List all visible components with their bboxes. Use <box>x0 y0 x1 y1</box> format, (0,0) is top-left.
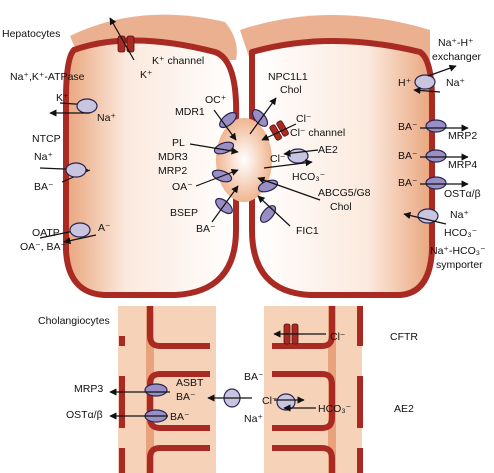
ost-right-transporter <box>425 176 447 190</box>
mrp2-left-arrow <box>195 168 239 187</box>
cl-channel <box>269 120 289 141</box>
bsep-label: BSEP <box>170 207 198 219</box>
npc1l1-label: NPC1L1 <box>268 71 308 83</box>
ntcp-label: NTCP <box>32 133 61 145</box>
nah-h-label: H⁺ <box>398 77 411 89</box>
ae2-chol-hco3-label: HCO₃⁻ <box>318 403 351 415</box>
abcg-arrow <box>257 176 321 201</box>
mdr1-arrow <box>213 109 237 141</box>
hepatocytes-label: Hepatocytes <box>2 28 60 40</box>
nak-atpase-label: Na⁺,K⁺-ATPase <box>10 71 85 83</box>
mdr3-label: MDR3 <box>158 151 188 163</box>
nah-arrow-in <box>413 86 441 95</box>
mrp2-right-transporter <box>425 119 447 133</box>
ost-ba-label: BA⁻ <box>398 177 418 189</box>
asbt-label: ASBT <box>176 377 204 389</box>
symporter-arrow <box>403 211 447 225</box>
mrp2-ba-label: BA⁻ <box>398 121 418 133</box>
abcg-label: ABCG5/G8 <box>318 187 371 199</box>
right-hepatocyte <box>252 41 432 295</box>
mrp2-right-label: MRP2 <box>448 130 477 142</box>
nah-exchanger-label-2: exchanger <box>432 51 482 63</box>
oa-label: OA⁻ <box>172 181 193 193</box>
nak-atpase-transporter <box>76 98 98 114</box>
k-channel-label: K⁺ channel <box>152 55 204 67</box>
ost-chol-ba-label: BA⁻ <box>170 411 190 423</box>
cftr-label: CFTR <box>390 331 418 343</box>
k-channel-k-label: K⁺ <box>140 69 153 81</box>
k-channel-arrow <box>109 17 135 61</box>
ae2-label: AE2 <box>318 144 338 156</box>
ae2-chol-cl-label: Cl⁻ <box>262 395 277 407</box>
ost-chol-label: OSTα/β <box>66 409 103 421</box>
mrp3-transporter <box>144 383 168 397</box>
mrp4-transporter <box>425 149 447 163</box>
npc1l1-arrow <box>249 97 277 135</box>
cftr-cl-label: Cl⁻ <box>330 331 345 343</box>
cl-channel-label: Cl⁻ channel <box>290 127 345 139</box>
left-hepatocyte-membrane <box>63 37 240 298</box>
cholangiocyte-right-column <box>264 306 363 473</box>
nah-na-label: Na⁺ <box>446 77 465 89</box>
symporter-label-1: Na⁺-HCO₃⁻ <box>430 245 486 257</box>
fic1-label: FIC1 <box>296 225 319 237</box>
symporter-label-2: symporter <box>436 259 483 271</box>
ae2-cl-label: Cl⁻ <box>270 153 285 165</box>
bsep-ba-label: BA⁻ <box>196 223 216 235</box>
ntcp-transporter <box>65 162 87 178</box>
cl-channel-arrow <box>261 123 297 141</box>
symporter-hco3-label: HCO₃⁻ <box>444 227 477 239</box>
ost-right-label: OSTα/β <box>444 188 481 200</box>
fic1-transporter <box>259 205 277 223</box>
left-hepatocyte <box>66 40 237 295</box>
ae2-arrow-in <box>263 159 313 169</box>
mrp4-label: MRP4 <box>448 159 477 171</box>
ae2-arrow-out <box>283 149 319 157</box>
hco3-label: HCO₃⁻ <box>292 171 325 183</box>
mdr1-label: MDR1 <box>175 106 205 118</box>
nah-transporter <box>414 74 436 90</box>
hepatocyte-pair <box>63 14 435 298</box>
fic1-arrow <box>257 195 291 227</box>
asbt-na-label: Na⁺ <box>244 413 263 425</box>
ntcp-na-label: Na⁺ <box>34 151 53 163</box>
cl-top-label: Cl⁻ <box>296 113 311 125</box>
mrp2-left-label: MRP2 <box>158 165 187 177</box>
asbt-ba-top-label: BA⁻ <box>244 371 264 383</box>
symporter-transporter <box>417 208 439 224</box>
cholangiocytes-label: Cholangiocytes <box>38 315 110 327</box>
asbt-ba-label: BA⁻ <box>176 391 196 403</box>
oatp-a-label: A⁻ <box>98 222 111 234</box>
abcg-chol-label: Chol <box>330 201 352 213</box>
bsep-arrow <box>211 185 239 223</box>
mrp4-ba-label: BA⁻ <box>398 150 418 162</box>
mdr3-arrow <box>189 143 239 155</box>
nak-k-label: K⁺ <box>56 92 69 104</box>
nah-exchanger-label-1: Na⁺-H⁺ <box>438 37 474 49</box>
oatp-sub-label: OA⁻, BA⁻ <box>20 241 66 253</box>
pl-label: PL <box>172 137 185 149</box>
ae2-chol-label: AE2 <box>394 403 414 415</box>
symporter-na-label: Na⁺ <box>450 209 469 221</box>
nak-na-label: Na⁺ <box>97 112 116 124</box>
oatp-out-arrow <box>63 234 97 245</box>
oatp-label: OATP <box>32 227 60 239</box>
oc-label: OC⁺ <box>205 94 226 106</box>
ntcp-ba-label: BA⁻ <box>34 181 54 193</box>
nah-arrow-out <box>427 64 457 77</box>
mrp3-label: MRP3 <box>74 383 103 395</box>
npc1l1-chol-label: Chol <box>280 84 302 96</box>
oatp-transporter <box>69 222 91 238</box>
